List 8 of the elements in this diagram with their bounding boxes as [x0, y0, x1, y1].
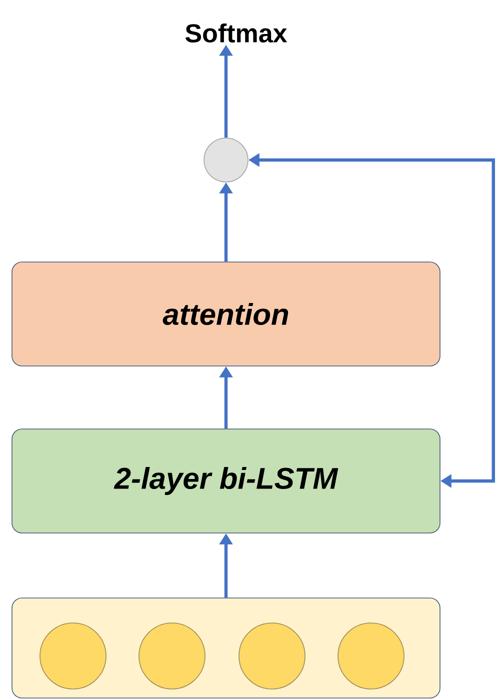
layer-box: 2-layer bi-LSTM: [12, 428, 440, 534]
circle-node: [338, 622, 404, 690]
layer-box: attention: [12, 262, 440, 366]
circle-node: [138, 622, 206, 690]
circle-node: [204, 138, 248, 182]
circle-node: [40, 622, 106, 690]
circle-node: [238, 622, 306, 690]
output-label: Softmax: [185, 23, 288, 43]
